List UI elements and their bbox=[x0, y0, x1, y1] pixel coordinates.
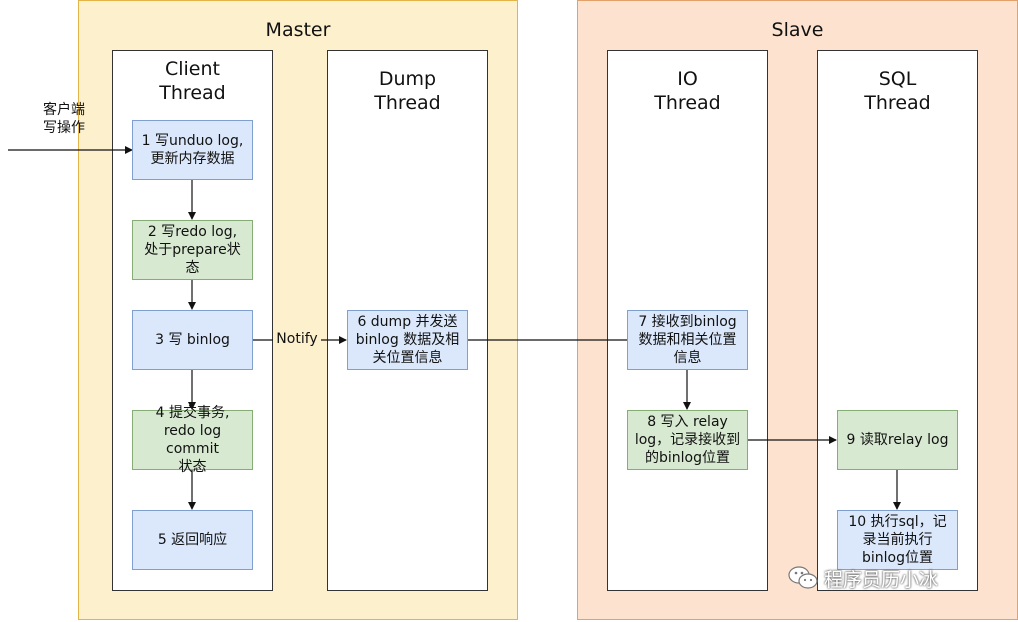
wechat-icon bbox=[788, 566, 818, 589]
watermark-text: 程序员历小冰 bbox=[824, 568, 939, 591]
client-thread-title: Client Thread bbox=[159, 58, 226, 104]
io-thread-title: IO Thread bbox=[654, 68, 721, 114]
step-5-return-response: 5 返回响应 bbox=[132, 510, 253, 570]
master-title: Master bbox=[265, 19, 331, 41]
watermark: 程序员历小冰 bbox=[788, 562, 993, 594]
step-1-write-undo-log: 1 写unduo log,更新内存数据 bbox=[132, 120, 253, 180]
dump-thread-title: Dump Thread bbox=[374, 68, 441, 114]
notify-label: Notify bbox=[273, 330, 321, 348]
client-write-label: 客户端 写操作 bbox=[43, 102, 85, 136]
step-3-write-binlog: 3 写 binlog bbox=[132, 310, 253, 370]
slave-title: Slave bbox=[771, 19, 824, 41]
sql-thread-title: SQL Thread bbox=[864, 68, 931, 114]
step-9-read-relay-log: 9 读取relay log bbox=[837, 410, 958, 470]
step-2-write-redo-log: 2 写redo log,处于prepare状态 bbox=[132, 220, 253, 280]
